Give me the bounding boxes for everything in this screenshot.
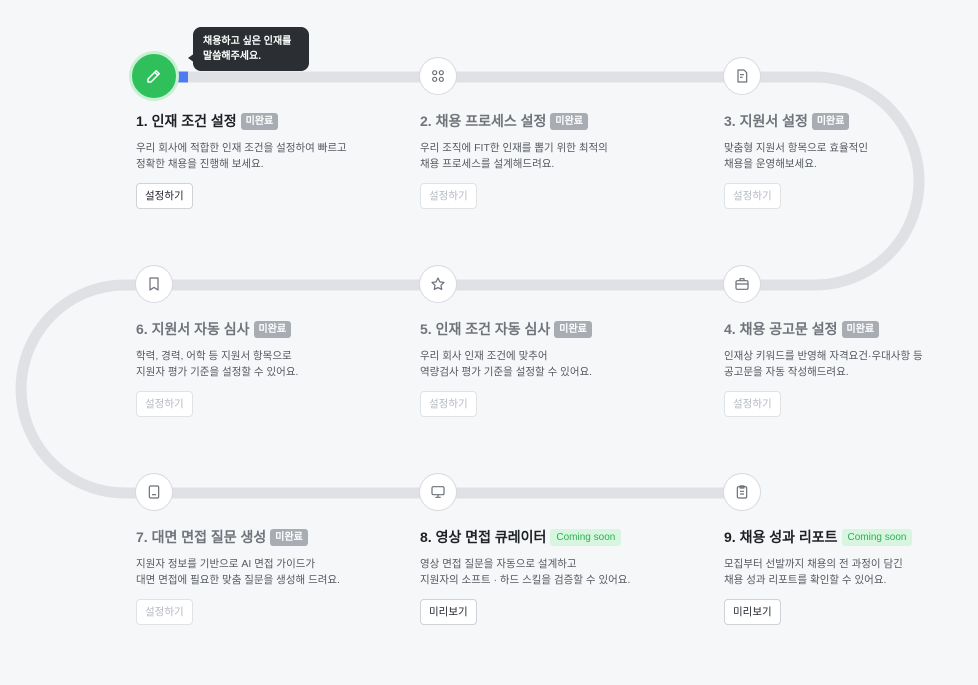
step-description: 모집부터 선발까지 채용의 전 과정이 담긴 채용 성과 리포트를 확인할 수 … [724,558,903,586]
step-4-node[interactable] [723,265,761,303]
setup-button[interactable]: 설정하기 [724,391,781,417]
step-title: 2. 채용 프로세스 설정 [420,113,547,129]
setup-button[interactable]: 설정하기 [420,391,477,417]
step-7-node[interactable] [135,473,173,511]
setup-button[interactable]: 설정하기 [420,183,477,209]
status-badge: 미완료 [240,112,279,130]
book-icon [146,484,162,500]
step-description: 영상 면접 질문을 자동으로 설계하고 지원자의 소프트 · 하드 스킬을 검증… [420,558,631,586]
step-description: 학력, 경력, 어학 등 지원서 항목으로 지원자 평가 기준을 설정할 수 있… [136,350,299,378]
status-badge: 미완료 [270,528,308,546]
setup-button[interactable]: 설정하기 [136,183,193,209]
setup-button[interactable]: 설정하기 [136,599,193,625]
step-description: 우리 조직에 FIT한 인재를 뽑기 위한 최적의 채용 프로세스를 설계해드려… [420,142,608,170]
tooltip-hint: 채용하고 싶은 인재를 말씀해주세요. [188,27,309,71]
document-edit-icon [734,68,750,84]
step-title: 4. 채용 공고문 설정 [724,321,838,337]
status-badge: 미완료 [550,112,588,130]
step-5-node[interactable] [419,265,457,303]
setup-button[interactable]: 설정하기 [724,183,781,209]
step-description: 우리 회사에 적합한 인재 조건을 설정하여 빠르고 정확한 채용을 진행해 보… [136,142,347,170]
step-title: 3. 지원서 설정 [724,113,808,129]
bookmark-icon [146,276,162,292]
step-3-node[interactable] [723,57,761,95]
preview-button[interactable]: 미리보기 [420,599,477,625]
step-title: 8. 영상 면접 큐레이터 [420,529,547,545]
step-description: 맞춤형 지원서 항목으로 효율적인 채용을 운영해보세요. [724,142,868,170]
setup-button[interactable]: 설정하기 [136,391,193,417]
apps-icon [430,68,446,84]
step-title: 7. 대면 면접 질문 생성 [136,529,267,545]
briefcase-icon [734,276,750,292]
step-9-node[interactable] [723,473,761,511]
monitor-icon [430,484,446,500]
step-title: 5. 인재 조건 자동 심사 [420,321,551,337]
preview-button[interactable]: 미리보기 [724,599,781,625]
step-title: 9. 채용 성과 리포트 [724,529,838,545]
clipboard-icon [734,484,750,500]
step-title: 6. 지원서 자동 심사 [136,321,250,337]
step-description: 인재상 키워드를 반영해 자격요건·우대사항 등 공고문을 자동 작성해드려요. [724,350,923,378]
status-badge: 미완료 [811,112,850,130]
step-title: 1. 인재 조건 설정 [136,113,237,129]
step-description: 우리 회사 인재 조건에 맞추어 역량검사 평가 기준을 설정할 수 있어요. [420,350,593,378]
status-badge: 미완료 [253,320,292,338]
status-badge: Coming soon [550,528,622,546]
status-badge: Coming soon [841,528,913,546]
star-icon [430,276,446,292]
step-1-node[interactable] [129,51,179,101]
status-badge: 미완료 [554,320,592,338]
step-description: 지원자 정보를 기반으로 AI 면접 가이드가 대면 면접에 필요한 맞춤 질문… [136,558,340,586]
pencil-icon [145,67,163,85]
step-8-node[interactable] [419,473,457,511]
step-2-node[interactable] [419,57,457,95]
step-6-node[interactable] [135,265,173,303]
status-badge: 미완료 [841,320,880,338]
